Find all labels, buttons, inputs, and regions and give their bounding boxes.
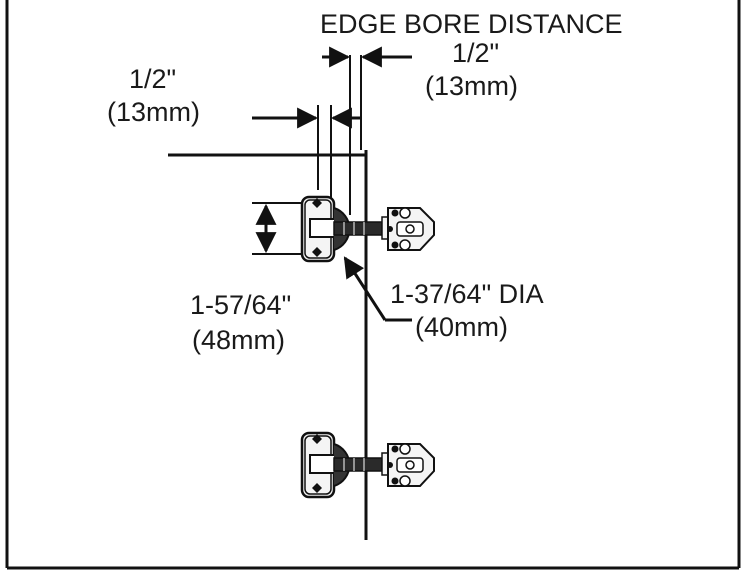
edge-bore-value: 1/2" xyxy=(452,38,499,68)
cup-offset-value: 1/2" xyxy=(129,64,176,94)
edge-bore-extension-lines xyxy=(349,55,362,215)
edge-bore-title: EDGE BORE DISTANCE xyxy=(320,9,623,39)
edge-bore-metric: (13mm) xyxy=(425,71,518,101)
concealed-hinge-icon xyxy=(300,195,435,263)
cup-diameter-metric: (40mm) xyxy=(415,312,508,342)
cup-offset-metric: (13mm) xyxy=(107,97,200,127)
page-frame xyxy=(5,0,741,570)
hole-spacing-dimension xyxy=(252,202,302,255)
cup-offset-extension-lines xyxy=(317,105,332,200)
hole-spacing-metric: (48mm) xyxy=(192,325,285,355)
concealed-hinge-icon xyxy=(300,431,435,499)
cup-diameter-value: 1-37/64" DIA xyxy=(390,279,544,309)
hole-spacing-value: 1-57/64" xyxy=(190,290,291,320)
cup-diameter-leader xyxy=(343,256,412,322)
